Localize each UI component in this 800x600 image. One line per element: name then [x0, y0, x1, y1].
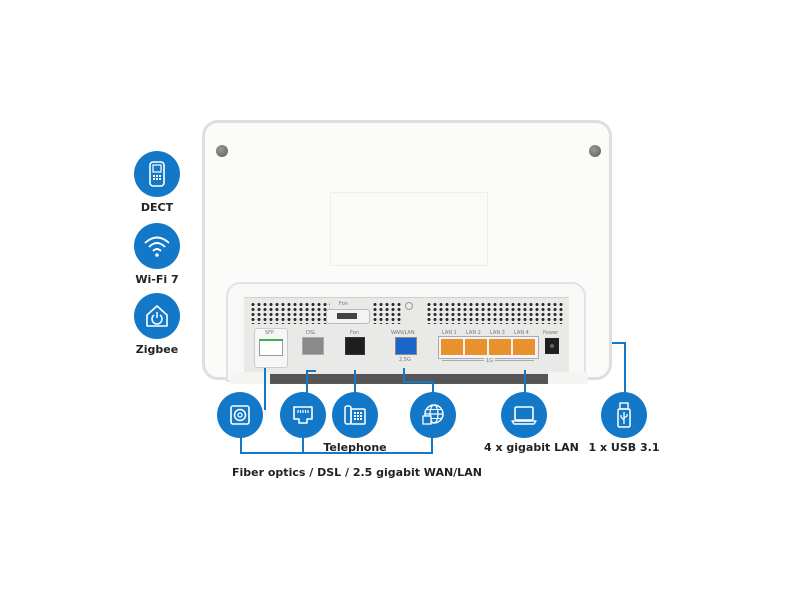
- power-label: Power: [543, 330, 559, 336]
- bracket-mid: [302, 430, 304, 454]
- connector-wan-c: [432, 381, 434, 399]
- router-shadow: [250, 374, 570, 384]
- wan-speed-label: 2.5G: [399, 357, 411, 363]
- lan-feature-label: 4 x gigabit LAN: [484, 441, 579, 454]
- lan3-label: LAN 3: [490, 330, 505, 336]
- screw-left: [216, 145, 228, 157]
- lan1-label: LAN 1: [442, 330, 457, 336]
- lan4-port: [513, 339, 535, 355]
- dect-label: DECT: [140, 201, 174, 214]
- wifi-label: Wi-Fi 7: [135, 273, 179, 286]
- wan-lan-port: [395, 337, 417, 355]
- router-foot-left: [230, 372, 270, 384]
- fiber-circle: [217, 392, 263, 438]
- telephone-label: Telephone: [323, 441, 387, 454]
- bracket-bottom: [240, 452, 433, 454]
- lan2-label: LAN 2: [466, 330, 481, 336]
- router-foot-right: [548, 372, 588, 384]
- laptop-icon: [511, 406, 537, 425]
- vent-left: [250, 302, 330, 324]
- connector-usb-v: [624, 342, 626, 400]
- lan3-port: [489, 339, 511, 355]
- connector-dsl-h: [306, 370, 316, 372]
- connector-wan-a: [403, 368, 405, 382]
- lan2-port: [465, 339, 487, 355]
- fiber-optic-icon: [230, 405, 250, 425]
- connector-fon: [354, 370, 356, 398]
- globe-circle: [410, 392, 456, 438]
- dect-circle: [134, 151, 180, 197]
- fon-top-connector: [326, 309, 370, 324]
- screw-right: [589, 145, 601, 157]
- wifi-icon: [144, 236, 170, 257]
- wifi-circle: [134, 223, 180, 269]
- lan1-port: [441, 339, 463, 355]
- connector-wan-b: [403, 381, 434, 383]
- usb-circle: [601, 392, 647, 438]
- zigbee-home-icon: [146, 305, 168, 327]
- lan-speed-label: 1G: [484, 358, 496, 364]
- reset-button-icon: [405, 302, 413, 310]
- router-back-panel: Fon SFP DSL Fon WAN/LAN 2.5G LAN 1 LAN 2…: [244, 297, 569, 376]
- usb-icon: [617, 402, 631, 428]
- connector-lan: [524, 370, 526, 398]
- bracket-right: [431, 430, 433, 454]
- vent-right: [426, 302, 564, 324]
- sfp-label: SFP: [265, 330, 275, 336]
- wan-lan-label: WAN/LAN: [391, 330, 415, 336]
- connector-sfp: [264, 368, 266, 410]
- dsl-label: DSL: [306, 330, 316, 336]
- zigbee-circle: [134, 293, 180, 339]
- power-port: [545, 338, 559, 354]
- ethernet-port-icon: [293, 406, 313, 424]
- telephone-circle: [332, 392, 378, 438]
- ethernet-circle: [280, 392, 326, 438]
- telephone-icon: [344, 405, 366, 425]
- dect-phone-icon: [149, 161, 165, 187]
- globe-icon: [422, 404, 444, 425]
- connector-dsl: [306, 370, 308, 398]
- usb-label: 1 x USB 3.1: [588, 441, 660, 454]
- zigbee-label: Zigbee: [135, 343, 179, 356]
- connector-usb-h: [612, 342, 626, 344]
- group-label: Fiber optics / DSL / 2.5 gigabit WAN/LAN: [232, 466, 482, 479]
- laptop-circle: [501, 392, 547, 438]
- fon-label: Fon: [350, 330, 359, 336]
- vent-center: [372, 302, 402, 324]
- sfp-port: [259, 339, 283, 356]
- fon-top-label: Fon: [339, 301, 348, 307]
- lan4-label: LAN 4: [514, 330, 529, 336]
- sfp-cage: SFP: [254, 328, 288, 368]
- dsl-port: [302, 337, 324, 355]
- bracket-left: [240, 430, 242, 454]
- lan-port-block: [438, 336, 539, 359]
- fon-port: [345, 337, 365, 355]
- router-label-area: [330, 192, 488, 266]
